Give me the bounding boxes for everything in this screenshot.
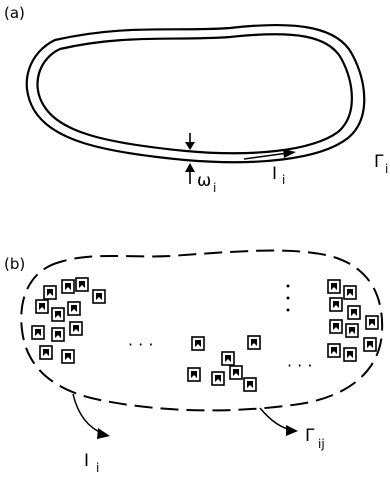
cell-element	[229, 365, 243, 380]
ellipsis-vertical	[286, 284, 290, 312]
panel-b-label: (b)	[4, 255, 25, 273]
cell-group	[31, 277, 379, 392]
cell-element	[51, 327, 65, 342]
cell-element	[329, 319, 343, 334]
cell-element	[327, 343, 341, 358]
cell-element	[243, 377, 257, 392]
cell-element	[31, 325, 45, 340]
loop-outer-contour	[25, 23, 366, 164]
cell-element	[327, 279, 341, 294]
region-dashed-outline	[20, 249, 384, 412]
cell-element	[61, 279, 75, 294]
width-arrow-top-head	[185, 142, 195, 150]
current-symbol-a: I	[272, 164, 277, 184]
cell-element	[365, 315, 379, 330]
current-subscript-b: i	[96, 461, 99, 475]
cell-element	[39, 345, 53, 360]
width-symbol: ω	[197, 171, 211, 191]
cell-element	[35, 299, 49, 314]
panel-a: (a) ω i I i Γ i	[4, 4, 388, 195]
current-pointer-head	[97, 428, 110, 439]
boundary-symbol-b: Γ	[305, 426, 315, 446]
cell-element	[75, 277, 89, 292]
cell-element	[92, 289, 106, 304]
cell-element	[221, 351, 235, 366]
panel-a-label: (a)	[4, 4, 25, 22]
cell-element	[211, 371, 225, 386]
boundary-subscript-a: i	[385, 162, 388, 176]
cell-element	[69, 321, 83, 336]
width-arrow-bottom-head	[185, 163, 195, 172]
ellipsis-horizontal: · · ·	[128, 335, 153, 354]
cell-element	[247, 335, 261, 350]
cell-element	[347, 305, 361, 320]
cell-element	[67, 301, 81, 316]
width-subscript: i	[213, 181, 216, 195]
current-arrow-line	[243, 152, 289, 160]
cell-element	[187, 367, 201, 382]
cell-element	[343, 285, 357, 300]
cell-element	[191, 336, 205, 351]
boundary-subscript-b: ij	[318, 437, 325, 451]
current-symbol-b: I	[84, 451, 89, 471]
panel-b: (b) · · · · · · I i Γ ij	[4, 249, 384, 475]
boundary-pointer-head	[286, 425, 298, 436]
ellipsis-horizontal-2: · · ·	[287, 356, 312, 375]
current-arrow-head	[283, 149, 296, 158]
cell-element	[345, 323, 359, 338]
cell-element	[51, 307, 65, 322]
cell-element	[43, 285, 57, 300]
cell-element	[329, 297, 343, 312]
current-subscript-a: i	[282, 173, 285, 187]
cell-element	[343, 347, 357, 362]
loop-inner-contour	[36, 33, 353, 155]
boundary-symbol-a: Γ	[374, 152, 384, 172]
cell-element	[61, 349, 75, 364]
cell-element	[363, 337, 377, 352]
